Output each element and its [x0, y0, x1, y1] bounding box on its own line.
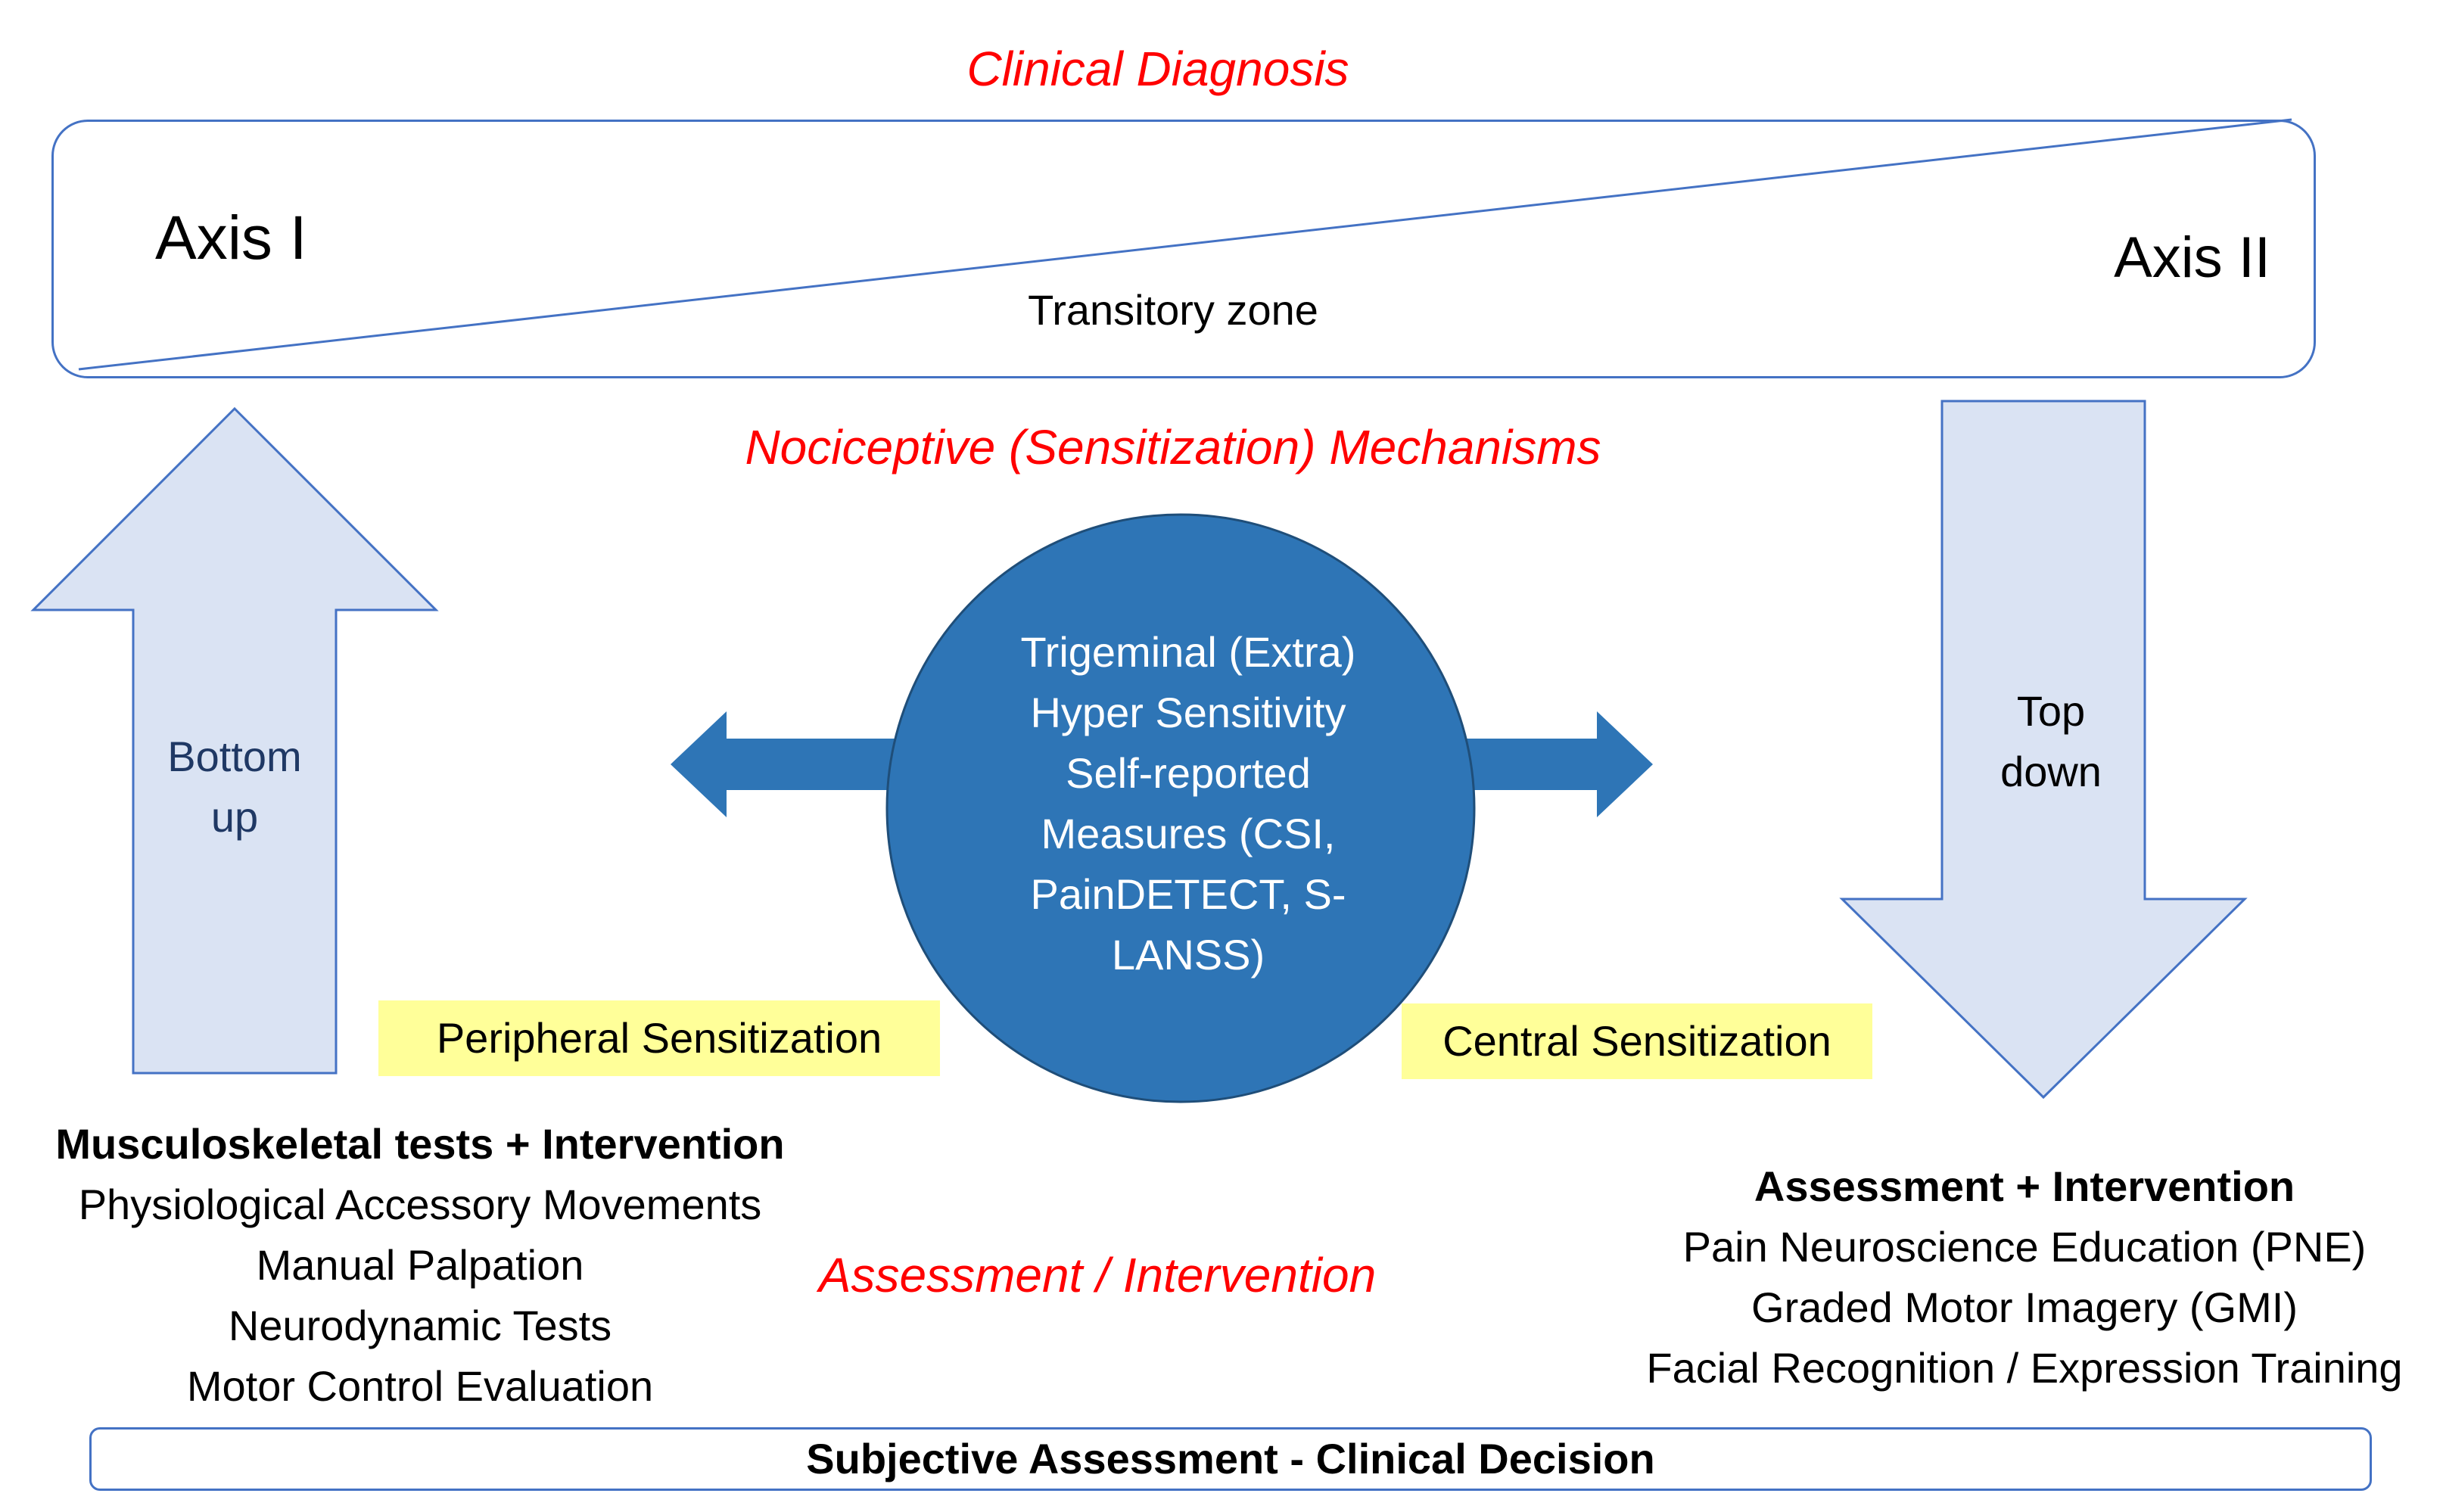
- top-down-label: Top down: [1937, 681, 2164, 810]
- bottom-up-line-2: up: [210, 793, 259, 841]
- list-item: Manual Palpation: [256, 1241, 584, 1289]
- center-circle-text: Trigeminal (Extra) Hyper Sensitivity Sel…: [954, 622, 1423, 1000]
- mechanisms-title: Nociceptive (Sensitization) Mechanisms: [745, 420, 1601, 474]
- clinical-diagnosis-title: Clinical Diagnosis: [966, 42, 1349, 96]
- bottom-up-line-1: Bottom: [167, 733, 302, 780]
- bottom-up-label: Bottom up: [136, 726, 333, 855]
- axis-diagonal-line: [78, 118, 2292, 371]
- top-down-line-2: down: [2000, 748, 2102, 795]
- list-item: Motor Control Evaluation: [186, 1362, 654, 1410]
- axis-panel: [51, 120, 2316, 378]
- center-circle: [885, 513, 1476, 1103]
- central-sensitization-box: Central Sensitization: [1402, 1003, 1872, 1079]
- circle-line-4: Measures (CSI,: [1041, 810, 1336, 857]
- list-item: Physiological Accessory Movements: [78, 1181, 762, 1228]
- axis-2-label: Axis II: [2114, 226, 2270, 290]
- assessment-intervention-title: Assessment / Intervention: [818, 1248, 1377, 1302]
- transitory-zone-label: Transitory zone: [1028, 286, 1318, 334]
- assessment-heading: Assessment + Intervention: [1754, 1162, 2295, 1210]
- top-down-line-1: Top: [2016, 687, 2086, 735]
- musculoskeletal-block: Musculoskeletal tests + Intervention Phy…: [23, 1114, 817, 1417]
- list-item: Facial Recognition / Expression Training: [1646, 1344, 2403, 1392]
- left-arrow: [671, 711, 901, 817]
- circle-line-2: Hyper Sensitivity: [1030, 689, 1346, 736]
- bottom-up-arrow: [30, 406, 439, 1075]
- circle-line-1: Trigeminal (Extra): [1020, 628, 1356, 676]
- musculoskeletal-heading: Musculoskeletal tests + Intervention: [55, 1120, 785, 1168]
- assessment-block: Assessment + Intervention Pain Neuroscie…: [1612, 1156, 2437, 1398]
- peripheral-sensitization-box: Peripheral Sensitization: [378, 1000, 940, 1076]
- subjective-assessment-box: Subjective Assessment - Clinical Decisio…: [89, 1427, 2372, 1491]
- circle-line-6: LANSS): [1111, 931, 1265, 978]
- list-item: Neurodynamic Tests: [228, 1302, 612, 1349]
- axis-1-label: Axis I: [155, 204, 307, 272]
- top-down-arrow: [1839, 400, 2248, 1100]
- list-item: Graded Motor Imagery (GMI): [1751, 1283, 2298, 1331]
- list-item: Pain Neuroscience Education (PNE): [1682, 1223, 2367, 1271]
- circle-line-5: PainDETECT, S-: [1030, 870, 1346, 918]
- right-arrow: [1461, 711, 1653, 817]
- circle-line-3: Self-reported: [1066, 749, 1311, 797]
